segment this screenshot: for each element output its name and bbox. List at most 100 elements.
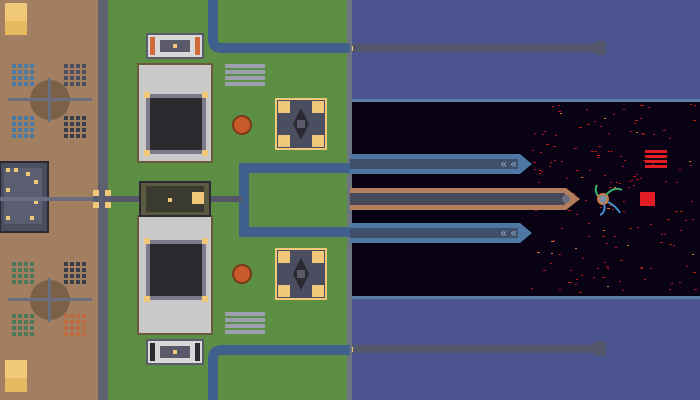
grate-icon	[18, 262, 22, 266]
grate-icon	[76, 332, 80, 336]
spark	[615, 247, 617, 248]
spark	[558, 111, 561, 112]
spark	[642, 105, 644, 106]
orange-valve-button[interactable]	[232, 115, 252, 135]
spark	[606, 266, 609, 267]
spark	[587, 124, 590, 125]
spark	[540, 152, 542, 153]
spark	[691, 201, 693, 202]
grate-icon	[82, 134, 86, 138]
spark	[648, 107, 650, 108]
grate-icon	[70, 274, 74, 278]
grate-icon	[70, 320, 74, 324]
grate-icon	[70, 70, 74, 74]
grate-icon	[18, 326, 22, 330]
spark	[597, 157, 599, 158]
spark	[593, 277, 595, 278]
spark	[532, 150, 534, 151]
grate-icon	[12, 134, 16, 138]
grate-icon	[82, 116, 86, 120]
grate-icon	[76, 122, 80, 126]
grate-icon	[70, 64, 74, 68]
grate-icon	[70, 122, 74, 126]
grate-icon	[76, 268, 80, 272]
spark	[690, 165, 692, 166]
orange-valve-button[interactable]	[232, 264, 252, 284]
grate-icon	[76, 76, 80, 80]
creature-icon[interactable]	[594, 184, 623, 216]
spark	[612, 209, 614, 210]
grate-icon	[12, 332, 16, 336]
svg-text:«: «	[500, 157, 507, 171]
target-pad-icon[interactable]	[275, 98, 327, 150]
spark	[609, 187, 612, 188]
reactor-icon[interactable]	[137, 63, 213, 163]
spark	[561, 228, 563, 229]
spark	[665, 181, 667, 182]
control-console[interactable]	[139, 181, 211, 217]
grate-icon	[30, 268, 34, 272]
crate-icon[interactable]	[5, 360, 27, 392]
spark	[619, 281, 621, 282]
grate-icon	[18, 274, 22, 278]
spark	[610, 182, 612, 183]
grate-icon	[24, 134, 28, 138]
spark	[692, 254, 694, 255]
spark	[693, 120, 696, 121]
spark	[623, 211, 625, 212]
grate-icon	[70, 82, 74, 86]
spark	[543, 270, 546, 271]
target-pad-icon[interactable]	[275, 248, 327, 300]
spark	[537, 252, 540, 253]
grate-icon	[24, 82, 28, 86]
upper-conveyor[interactable]: « «	[350, 154, 532, 174]
crate-icon[interactable]	[5, 3, 27, 35]
spark	[629, 228, 632, 229]
grate-icon	[12, 274, 16, 278]
grate-icon	[70, 332, 74, 336]
grate-icon	[64, 280, 68, 284]
main-conveyor[interactable]	[350, 188, 580, 210]
spark	[631, 180, 633, 181]
spark	[628, 187, 630, 188]
red-cargo-crate[interactable]	[640, 192, 655, 206]
spark	[692, 219, 694, 220]
grate-icon	[82, 128, 86, 132]
grate-icon	[18, 320, 22, 324]
grate-icon	[12, 70, 16, 74]
grate-icon	[64, 332, 68, 336]
crate-icon[interactable]	[146, 33, 204, 59]
spark	[686, 266, 688, 267]
lower-conveyor[interactable]: « «	[350, 223, 532, 243]
crate-icon[interactable]	[146, 339, 204, 365]
spark	[574, 148, 577, 149]
spark	[573, 193, 575, 194]
grate-icon	[30, 122, 34, 126]
reactor-icon[interactable]	[137, 215, 213, 335]
spark	[531, 288, 533, 289]
arm-rails	[8, 78, 92, 322]
grate-icon	[24, 332, 28, 336]
grate-icon	[82, 274, 86, 278]
grate-icon	[30, 76, 34, 80]
spark	[585, 200, 587, 201]
spark	[633, 185, 635, 186]
grate-icon	[18, 268, 22, 272]
grate-icon	[18, 332, 22, 336]
spark	[661, 234, 663, 235]
spark	[622, 166, 624, 167]
spark	[581, 177, 583, 178]
spark	[670, 244, 672, 245]
grate-icon	[24, 326, 28, 330]
grate-icon	[30, 82, 34, 86]
grate-icon	[64, 326, 68, 330]
spark	[533, 162, 536, 163]
spark	[568, 282, 570, 283]
grate-icon	[18, 280, 22, 284]
svg-text:«: «	[510, 157, 517, 171]
grate-icon	[24, 116, 28, 120]
grate-icon	[30, 262, 34, 266]
grate-icon	[24, 268, 28, 272]
